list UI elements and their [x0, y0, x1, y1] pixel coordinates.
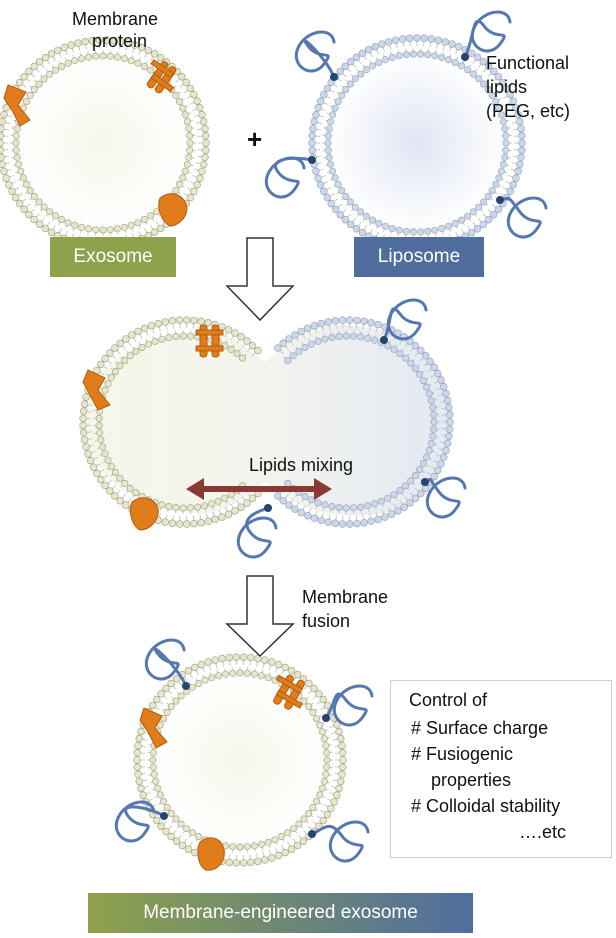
control-item-fusiogenic-cont: properties	[431, 770, 512, 790]
membrane-protein-engineered-top	[273, 674, 305, 710]
control-item-etc: ….etc	[519, 822, 567, 842]
functional-lipids-label-line1: Functional	[486, 53, 570, 73]
lipids-mixing-label: Lipids mixing	[249, 455, 354, 475]
functional-lipids-label-line3: (PEG, etc)	[486, 101, 571, 121]
membrane-protein-engineered-left	[139, 707, 168, 749]
control-title: Control of	[409, 690, 488, 710]
control-item-fusiogenic: # Fusiogenic	[411, 744, 514, 764]
control-box: Control of # Surface charge # Fusiogenic…	[390, 680, 612, 858]
liposome-label: Liposome	[354, 237, 484, 277]
membrane-protein-fused-left	[82, 369, 111, 411]
exosome-interior	[16, 56, 190, 230]
liposome-interior	[327, 53, 507, 233]
result-bar	[88, 893, 473, 933]
functional-lipids-label-line2: lipids	[486, 77, 528, 97]
membrane-protein-label-line2: protein	[92, 31, 148, 51]
control-item-surface-charge: # Surface charge	[411, 718, 549, 738]
membrane-protein-exosome-top	[146, 58, 177, 94]
membrane-fusion-label-line1: Membrane	[302, 587, 389, 607]
membrane-protein-engineered-bottom	[197, 837, 225, 871]
plus-sign: +	[247, 124, 263, 154]
down-arrow-2	[225, 575, 295, 658]
membrane-protein-fused-top	[195, 324, 224, 358]
engineered-exosome-interior	[152, 672, 328, 848]
membrane-protein-exosome-left	[3, 84, 31, 127]
control-item-colloidal-stability: # Colloidal stability	[411, 796, 561, 816]
membrane-fusion-label-line2: fusion	[302, 611, 351, 631]
exosome-label: Exosome	[50, 237, 176, 277]
functional-lipid-chains	[114, 10, 548, 863]
functional-lipid-anchors	[160, 53, 504, 838]
down-arrow-1	[225, 237, 295, 322]
result-label: Membrane-engineered exosome	[143, 902, 418, 923]
membrane-protein-label-line1: Membrane	[72, 9, 159, 29]
membrane-protein-fused-bottom	[129, 497, 159, 531]
lipids-mixing-arrow	[186, 478, 332, 500]
membrane-protein-exosome-bottom	[158, 193, 188, 227]
fused-vesicle-interior	[85, 324, 450, 516]
